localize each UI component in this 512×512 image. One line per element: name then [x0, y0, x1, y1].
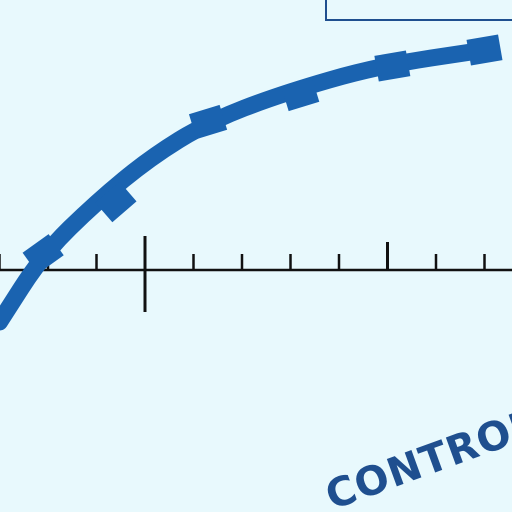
- control-series-line: [0, 41, 493, 331]
- control-series-marker: [95, 181, 137, 223]
- control-series-marker: [466, 34, 503, 66]
- control-series-marker: [281, 76, 320, 112]
- control-series-marker: [188, 104, 228, 140]
- x-axis: [0, 236, 512, 312]
- control-series-marker: [22, 234, 64, 274]
- legend-box: [325, 0, 512, 21]
- legend-frame: [325, 0, 512, 21]
- control-series-marker: [374, 50, 411, 82]
- control-series: [0, 34, 503, 331]
